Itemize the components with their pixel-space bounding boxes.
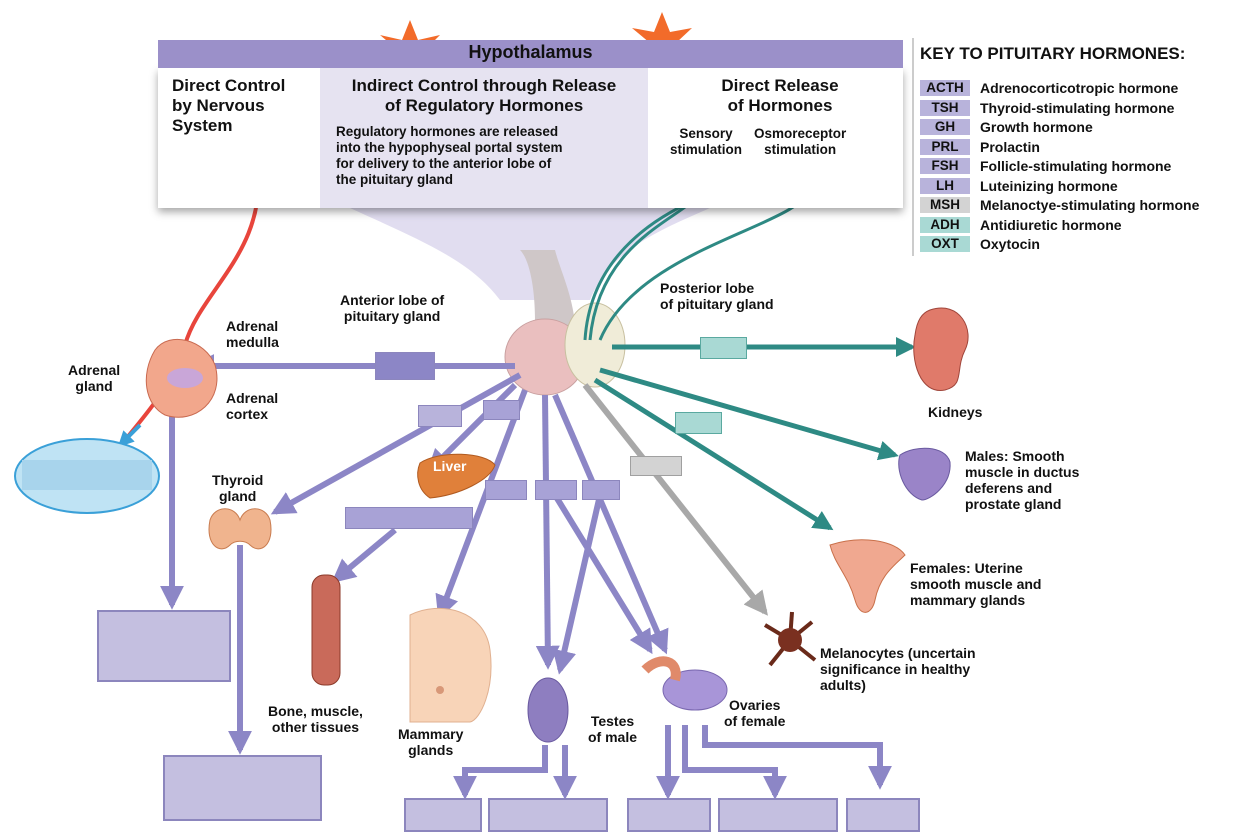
target-box-ovary-3 <box>846 798 920 832</box>
hypothalamus-title: Hypothalamus <box>158 42 903 63</box>
key-abbr-gh: GH <box>920 119 970 135</box>
key-name-fsh: Follicle-stimulating hormone <box>980 158 1171 174</box>
thyroid-shape <box>209 509 271 549</box>
target-box-adrenal <box>97 610 231 682</box>
indirect-control-title: Indirect Control through Release of Regu… <box>322 76 646 116</box>
prostate-shape <box>899 448 950 500</box>
key-name-prl: Prolactin <box>980 139 1040 155</box>
target-box-ovary-1 <box>627 798 711 832</box>
bone-muscle-shape <box>312 575 340 685</box>
adh-box <box>700 337 747 359</box>
direct-release-label: Direct Release of Hormones <box>690 76 870 116</box>
target-box-ovary-2 <box>718 798 838 832</box>
key-name-oxt: Oxytocin <box>980 236 1040 252</box>
tsh-box <box>418 405 462 427</box>
indirect-control-body: Regulatory hormones are released into th… <box>336 124 563 188</box>
target-box-thyroid <box>163 755 322 821</box>
bone-label: Bone, muscle,other tissues <box>268 703 363 735</box>
oxt-box <box>675 412 722 434</box>
gh-box <box>483 400 520 420</box>
arrow-tsh <box>275 375 520 512</box>
key-name-lh: Luteinizing hormone <box>980 178 1118 194</box>
key-abbr-lh: LH <box>920 178 970 194</box>
mammary-shape <box>410 608 491 722</box>
key-abbr-adh: ADH <box>920 217 970 233</box>
lh-box <box>582 480 620 500</box>
sensory-stimulation-label: Sensory stimulation <box>670 126 742 158</box>
key-name-tsh: Thyroid-stimulating hormone <box>980 100 1174 116</box>
key-abbr-oxt: OXT <box>920 236 970 252</box>
arrow-testes-left <box>465 745 545 795</box>
kidneys-label: Kidneys <box>928 404 982 420</box>
key-name-msh: Melanoctye-stimulating hormone <box>980 197 1199 213</box>
direct-control-label: Direct Control by Nervous System <box>172 76 285 136</box>
gh-liver-box <box>345 507 473 529</box>
arrow-fsh2 <box>560 495 600 670</box>
arrow-fsh <box>545 395 548 665</box>
acth-box <box>375 352 435 380</box>
key-abbr-fsh: FSH <box>920 158 970 174</box>
kidney-shape <box>914 308 968 390</box>
liver-label: Liver <box>433 458 466 474</box>
uterus-shape <box>830 540 905 613</box>
key-name-gh: Growth hormone <box>980 119 1093 135</box>
prl-box <box>485 480 527 500</box>
key-title: KEY TO PITUITARY HORMONES: <box>920 44 1185 64</box>
key-abbr-tsh: TSH <box>920 100 970 116</box>
key-name-adh: Antidiuretic hormone <box>980 217 1122 233</box>
key-name-acth: Adrenocorticotropic hormone <box>980 80 1178 96</box>
key-abbr-acth: ACTH <box>920 80 970 96</box>
key-abbr-prl: PRL <box>920 139 970 155</box>
arrow-gh-tissue <box>335 530 395 580</box>
target-box-testes-1 <box>404 798 482 832</box>
arrow-ovary-3 <box>705 725 880 785</box>
key-abbr-msh: MSH <box>920 197 970 213</box>
arrow-ovary-2 <box>685 725 775 795</box>
fsh-box <box>535 480 577 500</box>
testes-shape <box>528 678 568 742</box>
target-box-testes-2 <box>488 798 608 832</box>
msh-box <box>630 456 682 476</box>
osmoreceptor-stimulation-label: Osmoreceptor stimulation <box>754 126 846 158</box>
